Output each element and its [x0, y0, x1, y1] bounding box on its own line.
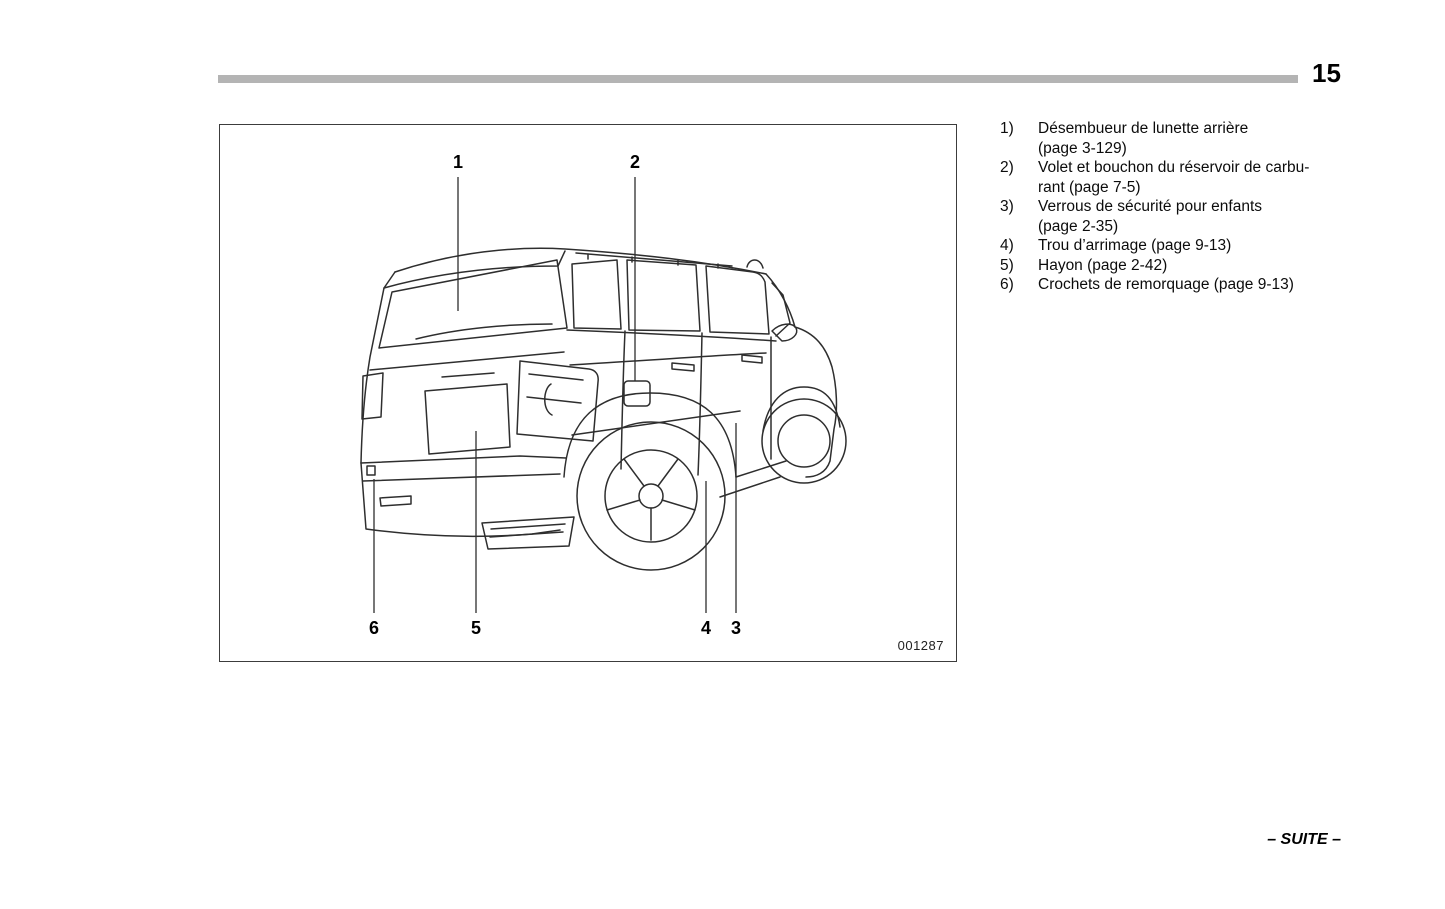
vehicle-illustration	[360, 177, 847, 613]
rear-rim	[604, 449, 698, 543]
legend-item-text: Volet et bouchon du réservoir de carbu- …	[1038, 158, 1352, 197]
quarter-window	[571, 259, 622, 330]
tailgate-handle	[441, 372, 495, 378]
windshield-sliver	[771, 282, 791, 337]
legend-line: (page 3-129)	[1038, 139, 1127, 157]
rear-wheel-arch	[563, 392, 737, 478]
taillight-c-shape	[544, 383, 553, 416]
page-number: 15	[1312, 58, 1341, 88]
front-door-window	[705, 265, 770, 335]
rear-door-handle	[671, 362, 695, 372]
tow-hook-cover	[366, 465, 376, 476]
legend-line: Désembueur de lunette arrière	[1038, 120, 1249, 137]
legend-line: Crochets de remorquage (page 9-13)	[1038, 276, 1294, 293]
callout-label-1: 1	[452, 152, 464, 172]
legend-line: (page 2-35)	[1038, 217, 1119, 235]
rear-door-front-edge	[697, 332, 703, 476]
legend-list: 1) Désembueur de lunette arrière (page 3…	[1000, 119, 1352, 295]
taillight-left	[361, 372, 384, 420]
legend-item-number: 1)	[1000, 120, 1014, 137]
front-fender	[794, 326, 838, 478]
roof-rail-feet	[587, 253, 719, 269]
beltline	[566, 329, 777, 342]
license-plate-recess	[424, 383, 511, 455]
legend-line: Volet et bouchon du réservoir de carbu-	[1038, 159, 1310, 176]
legend-item-number: 4)	[1000, 237, 1014, 254]
rear-door-window	[626, 259, 701, 332]
bumper-top-edge	[360, 455, 567, 464]
legend-item-number: 3)	[1000, 198, 1014, 215]
bumper-crease	[362, 473, 561, 482]
legend-line: Trou d’arrimage (page 9-13)	[1038, 237, 1232, 254]
header-rule	[218, 75, 1298, 83]
vehicle-figure-box: 1 2 6 5 4 3 001287	[219, 124, 957, 662]
rear-spoiler	[383, 250, 566, 289]
legend-line: rant (page 7-5)	[1038, 178, 1141, 196]
legend-item-text: Désembueur de lunette arrière (page 3-12…	[1038, 119, 1352, 158]
side-mirror	[771, 323, 798, 342]
tailgate-crease	[369, 351, 565, 371]
front-door-handle	[741, 354, 763, 364]
upper-character-line	[569, 352, 767, 366]
rocker-lines	[719, 460, 787, 498]
rear-wiper	[415, 323, 553, 340]
taillight-detail-lines	[526, 373, 584, 404]
figure-code: 001287	[897, 638, 944, 653]
rear-window	[378, 259, 568, 349]
a-pillar	[765, 273, 796, 328]
legend-item-6: 6) Crochets de remorquage (page 9-13)	[1000, 275, 1352, 295]
legend-item-4: 4) Trou d’arrimage (page 9-13)	[1000, 236, 1352, 256]
valance-slats	[489, 523, 566, 538]
rear-spokes	[606, 458, 696, 541]
legend-item-text: Hayon (page 2-42)	[1038, 256, 1352, 276]
rear-tire	[576, 421, 726, 571]
roofline	[394, 247, 767, 275]
legend-line: Hayon (page 2-42)	[1038, 256, 1168, 274]
legend-item-text: Trou d’arrimage (page 9-13)	[1038, 236, 1352, 256]
legend-item-number: 2)	[1000, 159, 1014, 176]
callout-label-6: 6	[368, 618, 380, 638]
lower-character-line	[571, 410, 741, 436]
bumper-lower-valance	[481, 516, 575, 550]
legend-line: Verrous de sécurité pour enfants	[1038, 198, 1263, 215]
legend-item-number: 6)	[1000, 276, 1014, 293]
taillight-right	[516, 360, 599, 442]
legend-item-1: 1) Désembueur de lunette arrière (page 3…	[1000, 119, 1352, 158]
legend-item-number: 5)	[1000, 256, 1014, 274]
bumper-outline	[360, 462, 561, 538]
fuel-filler-door	[623, 380, 651, 407]
front-rim	[777, 414, 831, 468]
front-wheel-arch	[762, 386, 841, 432]
callout-leader-lines	[373, 177, 737, 613]
legend-item-5: 5) Hayon (page 2-42)	[1000, 256, 1352, 276]
vehicle-line-art	[360, 247, 847, 571]
front-tire	[761, 398, 847, 484]
antenna-fin	[746, 259, 764, 269]
legend-item-3: 3) Verrous de sécurité pour enfants (pag…	[1000, 197, 1352, 236]
callout-label-2: 2	[629, 152, 641, 172]
callout-label-5: 5	[470, 618, 482, 638]
legend-item-text: Crochets de remorquage (page 9-13)	[1038, 275, 1352, 295]
callout-label-3: 3	[730, 618, 742, 638]
rear-left-edge	[360, 287, 385, 464]
callout-label-4: 4	[700, 618, 712, 638]
legend-item-2: 2) Volet et bouchon du réservoir de carb…	[1000, 158, 1352, 197]
bumper-reflector	[379, 495, 412, 507]
roof-rail	[575, 252, 733, 267]
rear-door-rear-edge	[620, 330, 626, 470]
rear-hub	[638, 483, 664, 509]
footer-continuation-text: – SUITE –	[1267, 831, 1341, 848]
legend-item-text: Verrous de sécurité pour enfants (page 2…	[1038, 197, 1352, 236]
